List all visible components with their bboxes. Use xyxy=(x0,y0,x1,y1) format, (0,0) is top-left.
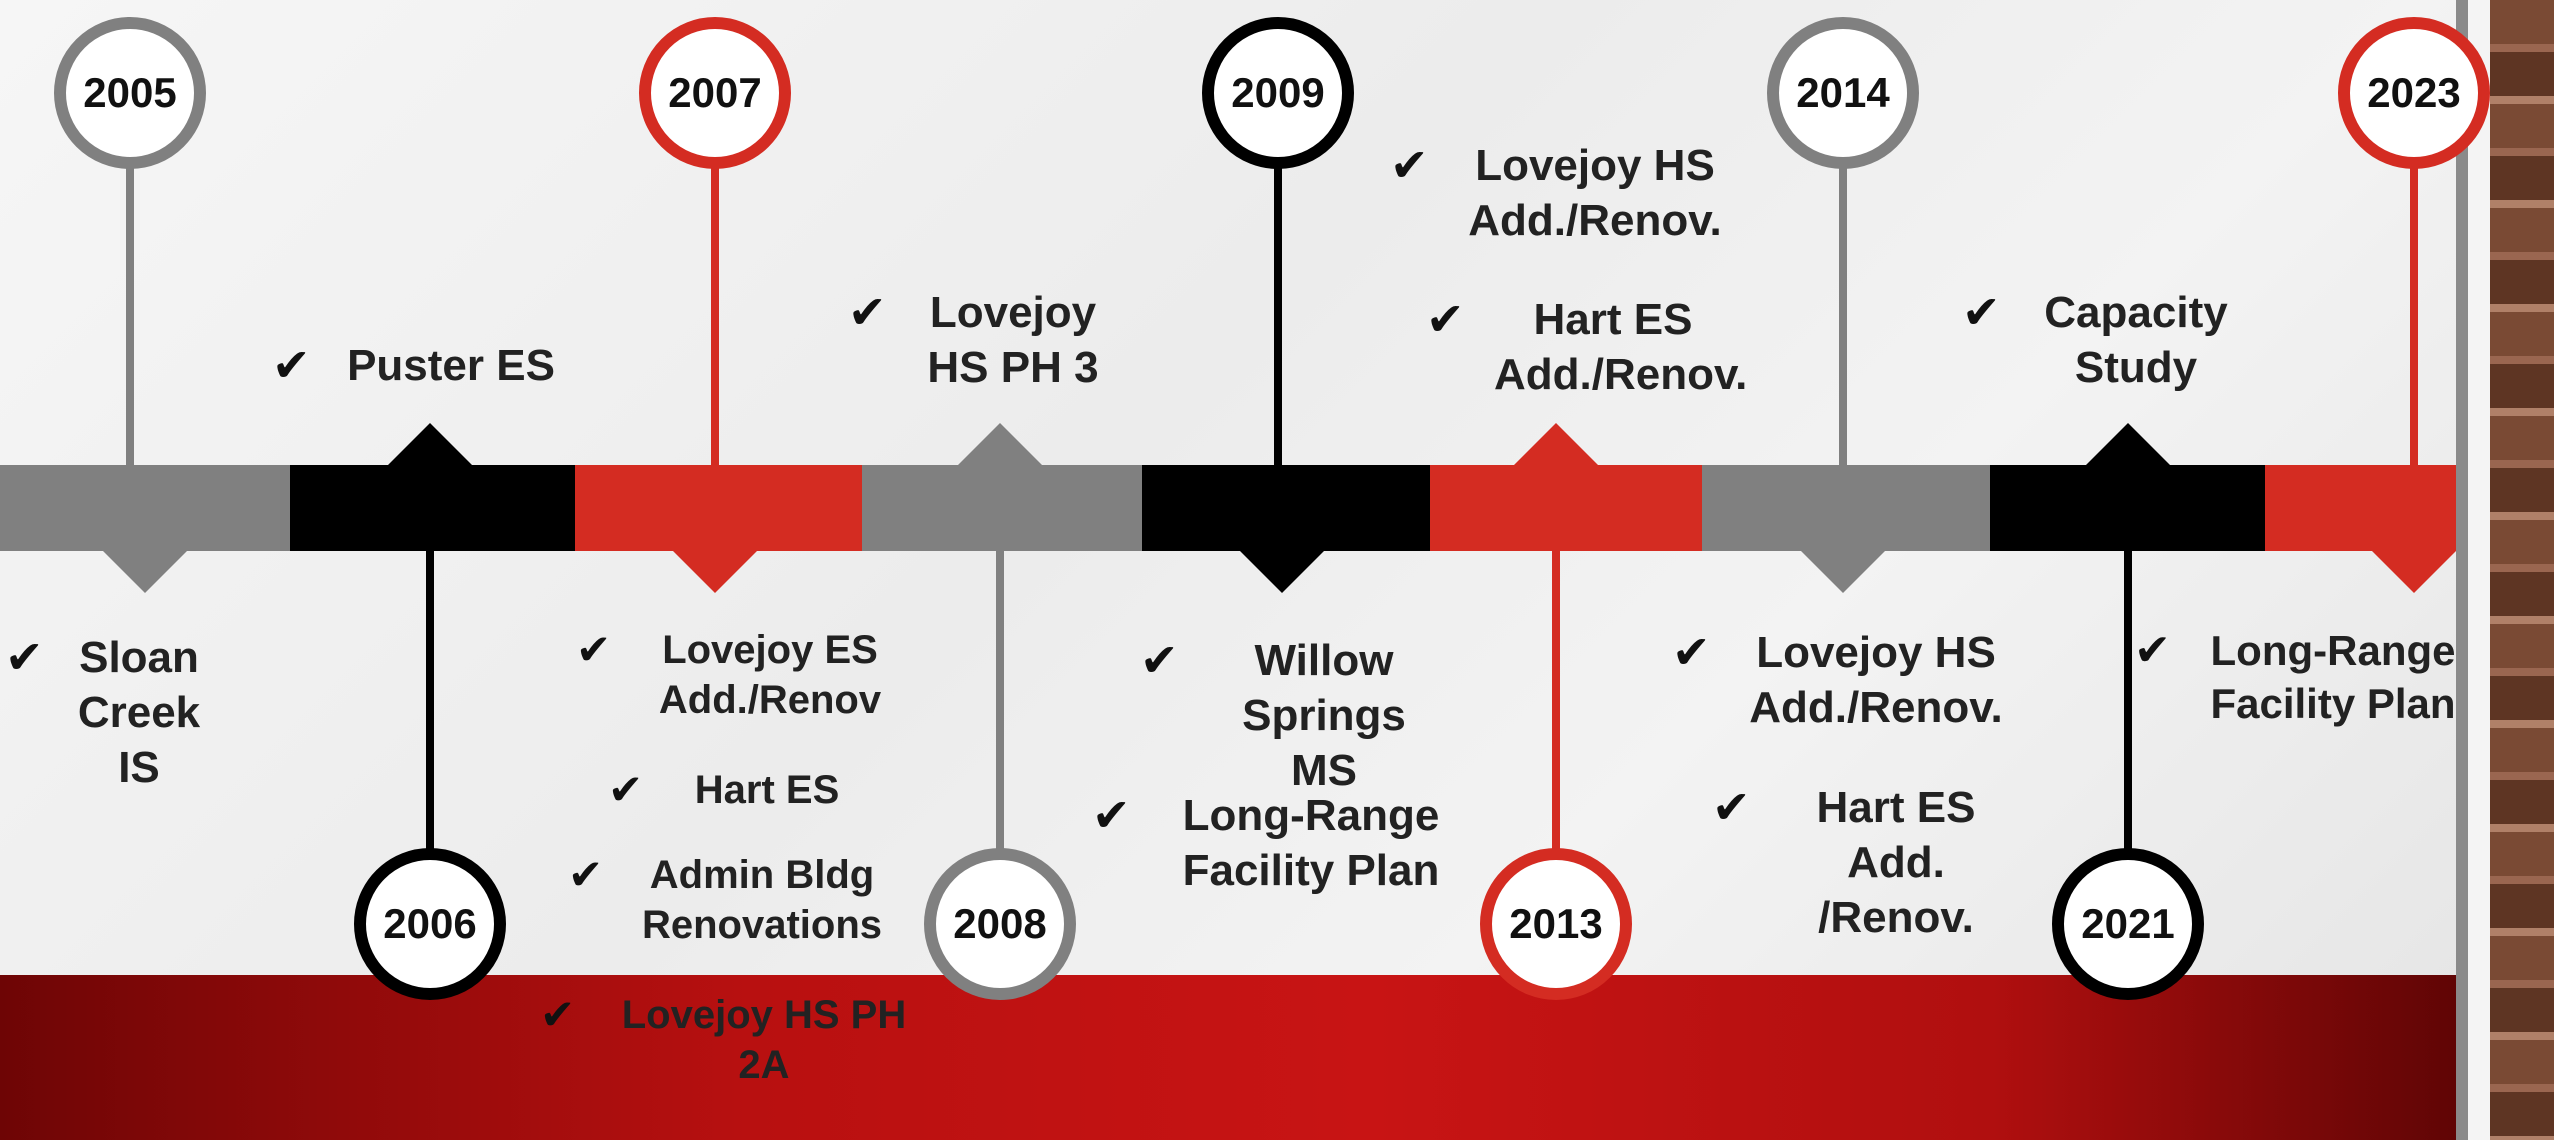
checkmark-icon: ✔ xyxy=(1962,286,2001,338)
red-footer-band xyxy=(0,975,2490,1140)
year-marker-2009: 2009 xyxy=(1202,17,1354,169)
year-label: 2009 xyxy=(1231,69,1325,116)
year-label: 2023 xyxy=(2367,69,2461,116)
checkmark-icon: ✔ xyxy=(576,626,612,673)
milestone-item-2007-hart-es: ✔ Hart ES xyxy=(608,765,858,815)
segment-pointer-2014 xyxy=(1801,551,1885,593)
checkmark-icon: ✔ xyxy=(540,991,576,1038)
year-marker-2006: 2006 xyxy=(354,848,506,1000)
milestone-text: Hart ES Add./Renov. xyxy=(1494,295,1748,399)
milestone-text: Lovejoy HS PH 2A xyxy=(621,993,907,1087)
checkmark-icon: ✔ xyxy=(848,286,887,338)
timeline-segment-2005 xyxy=(0,465,290,551)
milestone-item-2007-admin-bldg-renovations: ✔ Admin Bldg Renovations xyxy=(568,850,888,950)
checkmark-icon: ✔ xyxy=(1390,139,1429,191)
connector-stem-2014 xyxy=(1839,160,1847,465)
milestone-text: Capacity Study xyxy=(2044,288,2228,392)
checkmark-icon: ✔ xyxy=(2134,626,2171,675)
timeline-segment-2021 xyxy=(1990,465,2265,551)
milestone-item-2005-sloan-creek-is: ✔ Sloan Creek IS xyxy=(5,630,205,795)
milestone-text: Hart ES Add. /Renov. xyxy=(1816,783,1976,942)
connector-stem-2009 xyxy=(1274,160,1282,465)
connector-stem-2005 xyxy=(126,160,134,465)
milestone-text: Puster ES xyxy=(347,341,555,390)
year-marker-2013: 2013 xyxy=(1480,848,1632,1000)
timeline-segment-2008 xyxy=(862,465,1142,551)
connector-stem-2006 xyxy=(426,551,434,858)
segment-pointer-2007 xyxy=(673,551,757,593)
milestone-text: Long-Range Facility Plan xyxy=(2210,627,2456,727)
milestone-item-2006-puster-es: ✔ Puster ES xyxy=(272,338,562,393)
segment-pointer-2023 xyxy=(2372,551,2456,593)
connector-stem-2007 xyxy=(711,160,719,465)
segment-pointer-2005 xyxy=(103,551,187,593)
milestone-text: Lovejoy ES Add./Renov xyxy=(658,628,882,722)
timeline-segment-2014 xyxy=(1702,465,1990,551)
year-marker-2014: 2014 xyxy=(1767,17,1919,169)
milestone-item-2023-long-range-facility-plan: ✔ Long-Range Facility Plan xyxy=(2134,625,2464,730)
milestone-text: Long-Range Facility Plan xyxy=(1182,791,1440,895)
year-marker-2021: 2021 xyxy=(2052,848,2204,1000)
brick-edge-decoration xyxy=(2490,0,2554,1140)
year-label: 2006 xyxy=(383,900,477,947)
checkmark-icon: ✔ xyxy=(1426,293,1465,345)
segment-pointer-2013 xyxy=(1514,423,1598,465)
milestone-item-2021-capacity-study: ✔ Capacity Study xyxy=(1962,285,2242,395)
checkmark-icon: ✔ xyxy=(272,339,311,391)
timeline-segment-2023 xyxy=(2265,465,2456,551)
milestone-item-2009-willow-springs-ms: ✔ Willow Springs MS xyxy=(1140,633,1440,798)
connector-stem-2021 xyxy=(2124,551,2132,858)
milestone-text: Willow Springs MS xyxy=(1242,636,1406,795)
milestone-text: Lovejoy HS Add./Renov. xyxy=(1749,628,2003,732)
segment-pointer-2021 xyxy=(2086,423,2170,465)
checkmark-icon: ✔ xyxy=(1672,626,1711,678)
checkmark-icon: ✔ xyxy=(568,851,604,898)
milestone-item-2014-lovejoy-hs-add-renov: ✔ Lovejoy HS Add./Renov. xyxy=(1672,625,2012,735)
timeline-segment-2007 xyxy=(575,465,862,551)
milestone-item-2013-lovejoy-hs-add-renov: ✔ Lovejoy HS Add./Renov. xyxy=(1390,138,1732,248)
year-label: 2005 xyxy=(83,69,177,116)
year-label: 2014 xyxy=(1796,69,1890,116)
segment-pointer-2009 xyxy=(1240,551,1324,593)
connector-stem-2013 xyxy=(1552,551,1560,858)
milestone-text: Hart ES xyxy=(694,768,840,812)
checkmark-icon: ✔ xyxy=(608,766,644,813)
timeline-segment-2006 xyxy=(290,465,575,551)
year-marker-2023: 2023 xyxy=(2338,17,2490,169)
connector-stem-2023 xyxy=(2410,160,2418,465)
milestone-item-2007-lovejoy-hs-ph-2a: ✔ Lovejoy HS PH 2A xyxy=(540,990,920,1090)
checkmark-icon: ✔ xyxy=(1092,789,1131,841)
year-label: 2007 xyxy=(668,69,762,116)
timeline-segment-2013 xyxy=(1430,465,1702,551)
milestone-text: Lovejoy HS PH 3 xyxy=(927,288,1099,392)
milestone-text: Sloan Creek IS xyxy=(77,633,201,792)
checkmark-icon: ✔ xyxy=(5,631,44,683)
right-gray-border xyxy=(2456,0,2468,1140)
milestone-text: Admin Bldg Renovations xyxy=(641,853,883,947)
checkmark-icon: ✔ xyxy=(1140,634,1179,686)
milestone-text: Lovejoy HS Add./Renov. xyxy=(1468,141,1722,245)
milestone-item-2009-long-range-facility-plan: ✔ Long-Range Facility Plan xyxy=(1092,788,1462,898)
year-marker-2007: 2007 xyxy=(639,17,791,169)
connector-stem-2008 xyxy=(996,551,1004,858)
milestone-item-2007-lovejoy-es-add-renov: ✔ Lovejoy ES Add./Renov xyxy=(576,625,896,725)
segment-pointer-2008 xyxy=(958,423,1042,465)
year-label: 2021 xyxy=(2081,900,2175,947)
right-white-border xyxy=(2468,0,2490,1140)
milestone-item-2014-hart-es-add-renov: ✔ Hart ES Add. /Renov. xyxy=(1712,780,2012,945)
year-label: 2013 xyxy=(1509,900,1603,947)
milestone-item-2013-hart-es-add-renov: ✔ Hart ES Add./Renov. xyxy=(1426,292,1748,402)
timeline-segment-2009 xyxy=(1142,465,1430,551)
milestone-item-2008-lovejoy-hs-ph-3: ✔ Lovejoy HS PH 3 xyxy=(848,285,1110,395)
year-marker-2005: 2005 xyxy=(54,17,206,169)
checkmark-icon: ✔ xyxy=(1712,781,1751,833)
segment-pointer-2006 xyxy=(388,423,472,465)
year-marker-2008: 2008 xyxy=(924,848,1076,1000)
year-label: 2008 xyxy=(953,900,1047,947)
